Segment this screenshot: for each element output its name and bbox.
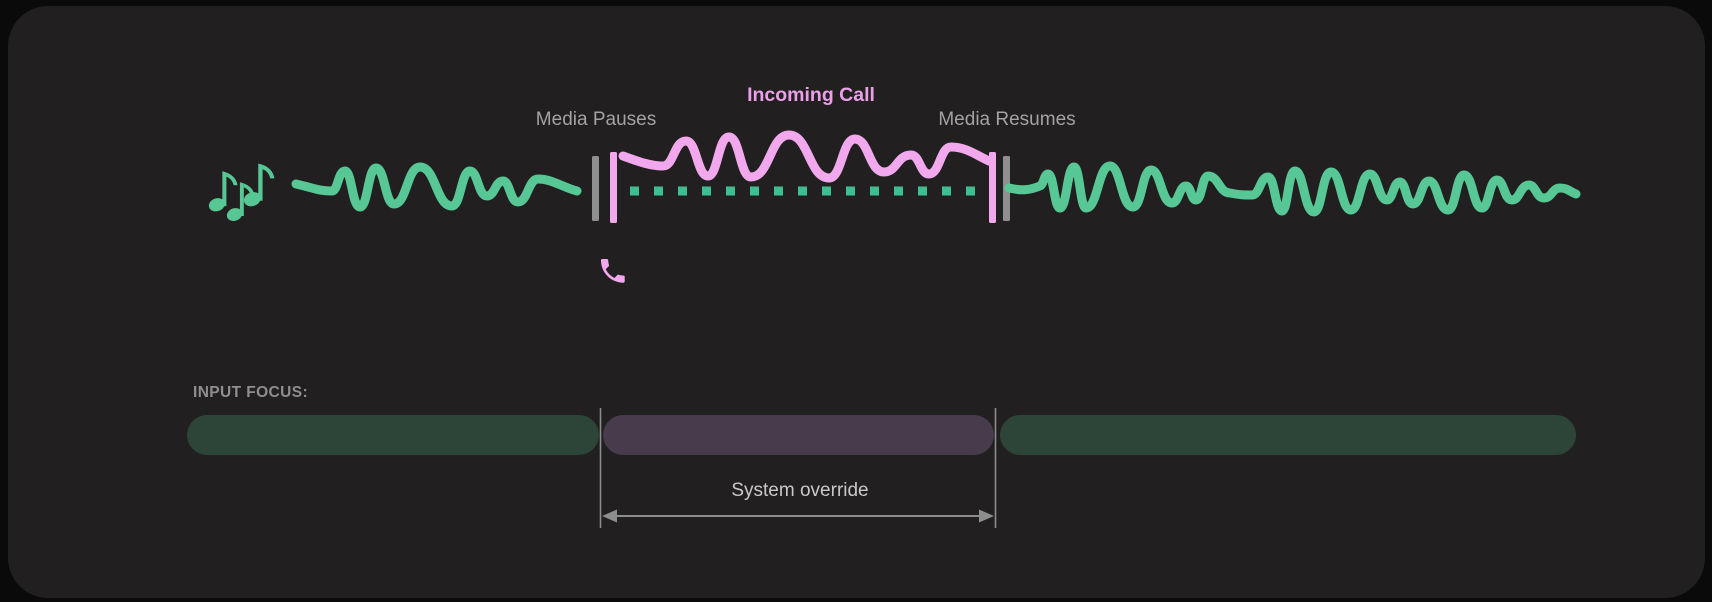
focus-segment-call	[603, 415, 994, 455]
focus-segment-media-after	[1000, 415, 1576, 455]
focus-segment-media-before	[187, 415, 599, 455]
incoming-call-label: Incoming Call	[747, 84, 875, 106]
media-resumes-label: Media Resumes	[938, 109, 1076, 130]
system-override-label: System override	[731, 480, 869, 501]
diagram-card	[8, 6, 1705, 598]
media-pauses-label: Media Pauses	[535, 109, 657, 130]
input-focus-label: INPUT FOCUS:	[193, 384, 309, 401]
